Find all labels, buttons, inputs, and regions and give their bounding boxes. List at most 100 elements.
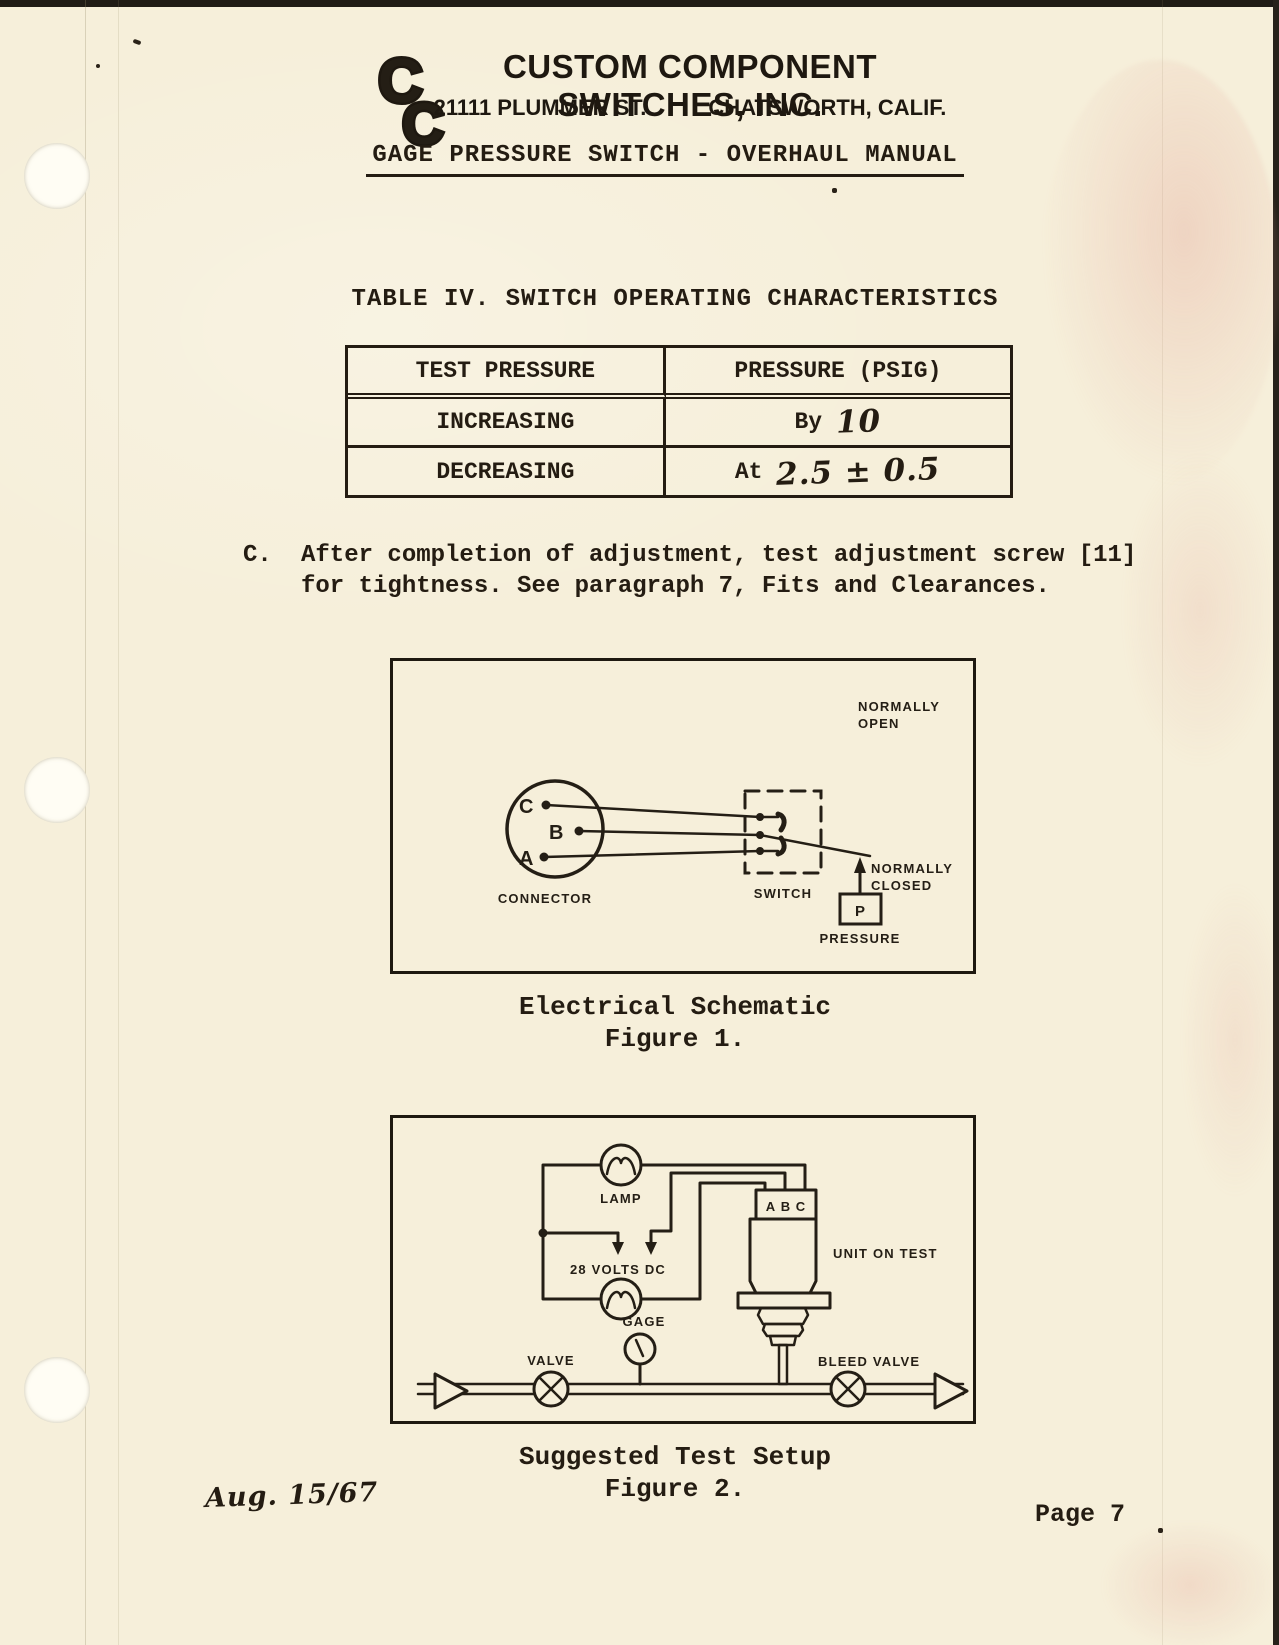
pin-a-dot: [539, 852, 549, 862]
switch-dashed-box: [743, 789, 823, 875]
scan-top-edge: [0, 0, 1279, 7]
page-number: Page 7: [1035, 1500, 1126, 1529]
switch-characteristics-table: TEST PRESSURE PRESSURE (PSIG) INCREASING…: [345, 345, 1013, 498]
handwritten-date: Aug. 15/67: [204, 1476, 379, 1515]
lamp-bottom-filament: [605, 1290, 637, 1310]
terminal-b-label: B: [781, 1199, 792, 1214]
paragraph-marker: C.: [243, 542, 272, 569]
wire-to-b: [649, 1171, 787, 1249]
pin-c-label: C: [519, 796, 533, 818]
wire-c: [544, 803, 762, 819]
normally-closed-label: NORMALLY: [871, 861, 953, 876]
doc-title-wrap: GAGE PRESSURE SWITCH - OVERHAUL MANUAL: [300, 142, 1030, 177]
paragraph-line-1: After completion of adjustment, test adj…: [301, 542, 1137, 569]
table-row-label: DECREASING: [348, 448, 666, 495]
figure1-number: Figure 1.: [604, 1024, 746, 1054]
normally-open-label: OPEN: [858, 716, 900, 731]
volts-arrowhead-1: [612, 1242, 624, 1255]
pin-c-dot: [541, 800, 551, 810]
connector-circle: [505, 779, 605, 879]
connector-label: CONNECTOR: [498, 891, 592, 906]
ink-speck: [1158, 1528, 1163, 1533]
pink-stain: [1120, 450, 1279, 770]
figure2-test-setup: LAMP 28 VOLTS DC A B C UNIT ON TEST GAGE…: [390, 1115, 976, 1424]
company-address: 21111 PLUMMER ST. CHATSWORTH, CALIF.: [420, 95, 960, 121]
valve-label: VALVE: [527, 1353, 574, 1368]
lamp-label: LAMP: [600, 1191, 642, 1206]
wire-to-c: [639, 1163, 807, 1192]
terminal-c-label: C: [796, 1199, 807, 1214]
ink-speck: [832, 188, 837, 193]
value-prefix: By: [794, 409, 823, 435]
terminal-no-dot: [756, 813, 764, 821]
unit-stem: [777, 1343, 789, 1386]
pink-stain: [1180, 880, 1279, 1200]
pink-stain: [1100, 1520, 1279, 1645]
volts-label: 28 VOLTS DC: [570, 1262, 666, 1277]
pressure-label: PRESSURE: [819, 931, 900, 946]
pressure-p-label: P: [855, 903, 865, 920]
handwritten-value: 10: [835, 403, 882, 441]
switch-label: SWITCH: [754, 886, 812, 901]
punch-hole: [24, 757, 90, 823]
lamp-top: [599, 1143, 643, 1187]
ink-speck: [132, 38, 142, 46]
wire-to-a: [639, 1181, 767, 1301]
figure1-electrical-schematic: NORMALLY OPEN C B A CONNECTOR SWITCH NOR…: [390, 658, 976, 974]
gage-needle: [634, 1338, 645, 1358]
normally-closed-label: CLOSED: [871, 878, 932, 893]
pressure-p-box: [838, 892, 883, 926]
pink-stain: [1040, 60, 1279, 490]
no-contact-hook: [775, 811, 787, 833]
ink-speck: [96, 64, 100, 68]
paper-fold-line: [118, 0, 119, 1645]
lamp-top-filament: [605, 1156, 637, 1176]
unit-flange: [736, 1291, 832, 1310]
table-row-value: At 2.5 ± 0.5: [666, 448, 1010, 495]
normally-open-label: NORMALLY: [858, 699, 940, 714]
paragraph-line-2: for tightness. See paragraph 7, Fits and…: [301, 573, 1050, 600]
logo-c1: C: [378, 47, 423, 116]
unit-on-test-label: UNIT ON TEST: [833, 1246, 938, 1261]
address-street: 21111 PLUMMER ST.: [433, 95, 647, 120]
terminal-common-dot: [756, 831, 764, 839]
wire-a: [542, 849, 762, 859]
scan-right-edge: [1273, 0, 1279, 1645]
terminal-a-label: A: [766, 1199, 777, 1214]
figure1-caption: Electrical Schematic: [518, 992, 832, 1022]
wire-b: [577, 829, 762, 837]
cc-logo: C C: [372, 42, 472, 162]
unit-fitting-3: [768, 1334, 798, 1347]
handwritten-value: 2.5 ± 0.5: [775, 450, 942, 493]
flow-arrow-out: [933, 1372, 969, 1410]
logo-c2: C: [402, 92, 444, 157]
col-header-pressure-psig: PRESSURE (PSIG): [665, 348, 1010, 399]
paragraph-c: C. After completion of adjustment, test …: [243, 540, 1183, 602]
gage-label: GAGE: [622, 1314, 665, 1329]
col-header-test-pressure: TEST PRESSURE: [348, 348, 666, 399]
table-title: TABLE IV. SWITCH OPERATING CHARACTERISTI…: [351, 286, 999, 313]
flow-arrow-in: [433, 1372, 469, 1410]
terminal-nc-dot: [756, 847, 764, 855]
unit-fitting-2: [761, 1322, 805, 1338]
pressure-arrowhead: [854, 857, 866, 873]
punch-hole: [24, 1357, 90, 1423]
figure2-caption: Suggested Test Setup: [518, 1442, 832, 1472]
bleed-valve-x: [834, 1375, 862, 1403]
figure2-number: Figure 2.: [604, 1474, 746, 1504]
value-prefix: At: [734, 458, 763, 485]
pin-b-dot: [574, 826, 584, 836]
table-row-label: INCREASING: [348, 399, 666, 448]
paper-fold-line: [85, 0, 86, 1645]
table-row-value: By 10: [665, 399, 1010, 448]
unit-fitting-1: [756, 1306, 810, 1326]
switch-arm: [758, 833, 872, 858]
paragraph-text: After completion of adjustment, test adj…: [301, 540, 1136, 602]
unit-body: [748, 1217, 818, 1295]
doc-title: GAGE PRESSURE SWITCH - OVERHAUL MANUAL: [366, 142, 964, 177]
pin-b-label: B: [549, 822, 563, 844]
valve-x: [537, 1375, 565, 1403]
wire-junction-dot: [538, 1228, 548, 1238]
bleed-valve-label: BLEED VALVE: [818, 1354, 920, 1369]
